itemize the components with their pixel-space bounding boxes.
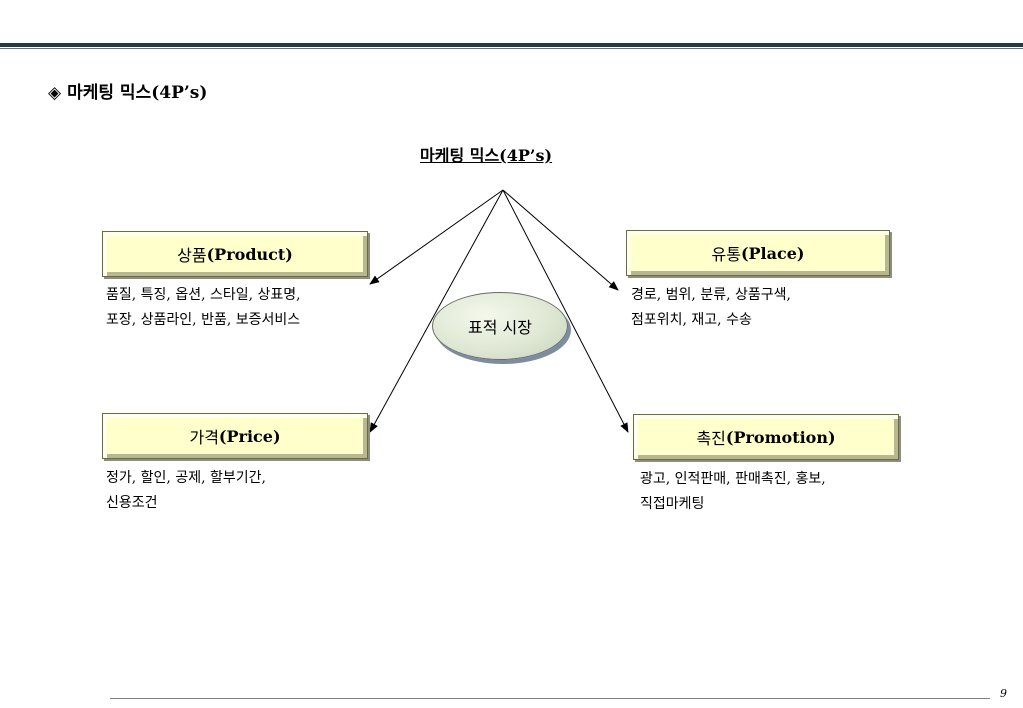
footer-rule xyxy=(110,698,990,699)
desc-promotion: 광고, 인적판매, 판매촉진, 홍보, 직접마케팅 xyxy=(640,467,826,517)
diamond-bullet-icon: ◈ xyxy=(48,83,62,103)
box-place-en: (Place) xyxy=(740,243,805,263)
box-price: 가격(Price) xyxy=(102,413,368,459)
box-promotion: 촉진(Promotion) xyxy=(633,414,899,460)
box-place-ko: 유통 xyxy=(711,245,741,264)
desc-product-line1: 품질, 특징, 옵션, 스타일, 상표명, xyxy=(106,287,301,303)
box-product-en: (Product) xyxy=(206,244,293,264)
target-market-label: 표적 시장 xyxy=(468,318,532,337)
desc-promotion-line1: 광고, 인적판매, 판매촉진, 홍보, xyxy=(640,471,826,487)
arrow-to-promotion xyxy=(502,189,629,433)
box-price-en: (Price) xyxy=(218,426,281,446)
header-rule-thin xyxy=(0,48,1023,49)
arrow-to-price xyxy=(369,189,504,433)
box-product: 상품(Product) xyxy=(102,231,368,277)
box-product-ko: 상품 xyxy=(177,246,207,265)
desc-price: 정가, 할인, 공제, 할부기간, 신용조건 xyxy=(106,466,266,516)
desc-price-line2: 신용조건 xyxy=(106,495,158,511)
desc-product-line2: 포장, 상품라인, 반품, 보증서비스 xyxy=(106,312,301,328)
slide-heading: ◈마케팅 믹스(4P’s) xyxy=(48,78,207,103)
arrow-to-product xyxy=(369,189,504,285)
header-rule-thick xyxy=(0,43,1023,47)
desc-promotion-line2: 직접마케팅 xyxy=(640,496,705,512)
box-price-ko: 가격 xyxy=(189,428,219,447)
target-market-ellipse: 표적 시장 xyxy=(432,292,568,360)
desc-place: 경로, 범위, 분류, 상품구색, 점포위치, 재고, 수송 xyxy=(631,283,791,333)
box-promotion-ko: 촉진 xyxy=(696,429,726,448)
box-promotion-en: (Promotion) xyxy=(725,427,836,447)
page-number: 9 xyxy=(1000,687,1007,700)
desc-product: 품질, 특징, 옵션, 스타일, 상표명, 포장, 상품라인, 반품, 보증서비… xyxy=(106,283,301,333)
slide-heading-text: 마케팅 믹스(4P’s) xyxy=(67,83,208,103)
desc-price-line1: 정가, 할인, 공제, 할부기간, xyxy=(106,470,266,486)
desc-place-line2: 점포위치, 재고, 수송 xyxy=(631,312,752,328)
arrow-to-place xyxy=(502,189,619,291)
box-place: 유통(Place) xyxy=(626,230,890,276)
desc-place-line1: 경로, 범위, 분류, 상품구색, xyxy=(631,287,791,303)
diagram-title: 마케팅 믹스(4P’s) xyxy=(420,146,553,165)
